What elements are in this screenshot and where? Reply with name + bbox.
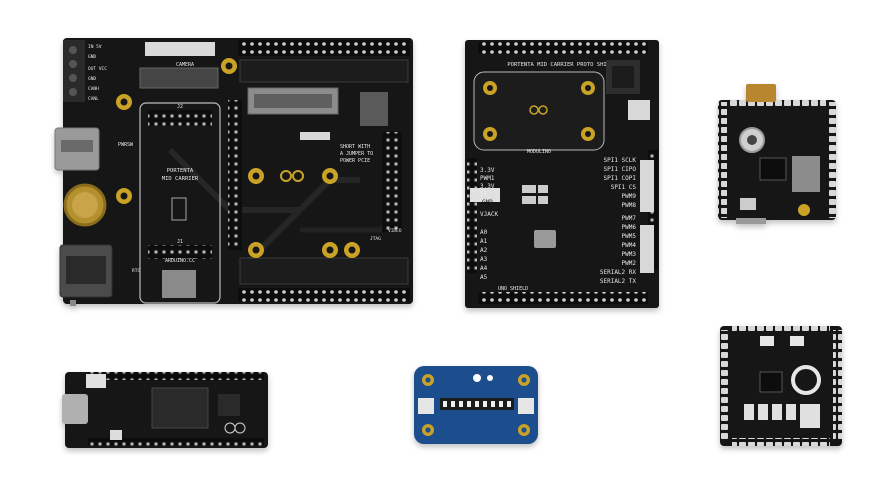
shield-bottom-header [478,292,648,304]
board-name-line2: MID CARRIER [162,176,199,182]
sim-holder [360,92,388,126]
shield-top-header [478,42,648,54]
board-name-line1: PORTENTA [167,168,194,174]
pcie-note-3: POWER PCIE [340,158,370,164]
shield-pin-spi1-cipo: SPI1 CIPO [603,166,636,173]
qwiic-left [418,398,434,414]
nano-sensor-board [718,84,836,224]
pin-label-outvcc: OUT VCC [88,66,107,72]
shield-pin-3v3-a: 3.3V [480,167,495,174]
shield-pin-gnd: GND [482,199,493,206]
uno-shield-label: UNO SHIELD [498,286,528,292]
arduino-cc-label: ARDUINO.CC [165,258,195,264]
flex-connector [746,84,776,102]
shield-pin-a0: A0 [480,229,488,236]
arduino-logo [280,170,304,182]
pcie-note-1: SHORT WITH [340,144,370,150]
pin-label-canh: CANH [88,86,99,92]
eslov-connector-2 [640,225,654,273]
shield-pin-pwm8: PWM8 [622,202,637,209]
camera-label: CAMERA [176,62,194,68]
shield-pin-3v3-b: 3.3V [480,183,495,190]
modulino-blue-board [414,366,538,444]
shield-pin-a4: A4 [480,265,488,272]
shield-pin-serial2-rx: SERIAL2 RX [600,269,637,276]
qwiic-right [518,398,534,414]
shield-pin-pwm2: PWM2 [622,260,637,267]
shield-pin-spi1-sclk: SPI1 SCLK [603,157,636,164]
nano-matter-board [62,372,268,448]
shield-pin-vjack: VJACK [480,211,498,218]
portenta-mid-carrier-board: CAMERA J2 J1 PORTENTA MID CARRIER ARDUIN… [54,38,413,306]
shield-pin-pwm9: PWM9 [622,193,637,200]
sd-card-slot [162,270,196,298]
portenta-slot-outline [139,102,221,304]
shield-pin-a3: A3 [480,256,488,263]
j1-label: J1 [177,239,183,245]
pwrsw-label: PWRSW [118,142,134,148]
inductor [534,230,556,248]
shield-pin-pwm6: PWM6 [622,224,637,231]
shield-pin-pwm3: PWM3 [622,251,637,258]
gnd-highlight [470,188,500,202]
shield-pin-pwm4: PWM4 [622,242,637,249]
shield-pin-pwm1: PWM1 [480,175,495,182]
eslov-connector-1 [640,160,654,212]
proto-shield-board: PORTENTA MID CARRIER PROTO SHIELD MODULI… [465,40,659,308]
shield-pin-a2: A2 [480,247,488,254]
pin-label-canl: CANL [88,96,99,102]
j2-label: J2 [177,104,183,110]
shield-pin-spi1-cs: SPI1 CS [611,184,637,191]
camera-connector [145,42,215,56]
sensor-chip [792,156,820,192]
mounting-holes [116,58,360,258]
pcie-note-2: A JUMPER TO [340,151,373,157]
shield-pin-pwm5: PWM5 [622,233,637,240]
pin-label-gnd2: GND [88,76,96,82]
shield-pin-5v: 5V [480,191,488,198]
modulino-label: MODULINO [527,149,551,155]
left-inner-header [228,100,242,250]
shield-pin-a5: A5 [480,274,488,281]
shield-pin-spi1-copi: SPI1 COPI [603,175,636,182]
shield-pin-pwm7: PWM7 [622,215,637,222]
rtc-label: RTC [132,268,140,274]
right-inner-header [382,132,402,232]
jtag-label: JTAG [370,236,381,242]
ring-pad [791,365,821,395]
bottom-pin-header [238,288,410,302]
main-chip [151,387,209,429]
pin-label-gnd1: GND [88,54,96,60]
usb-c-port [62,394,88,424]
portenta-module-board [720,326,842,446]
shield-pin-a1: A1 [480,238,488,245]
pin-label-in5v: IN 5V [88,44,102,50]
top-pin-header [238,40,410,56]
screw-terminal [63,40,85,102]
video-label: VIDEO [388,228,402,234]
qwiic-connector [628,100,650,120]
shield-pin-serial2-tx: SERIAL2 TX [600,278,637,285]
shield-title: PORTENTA MID CARRIER PROTO SHIELD [507,62,616,68]
